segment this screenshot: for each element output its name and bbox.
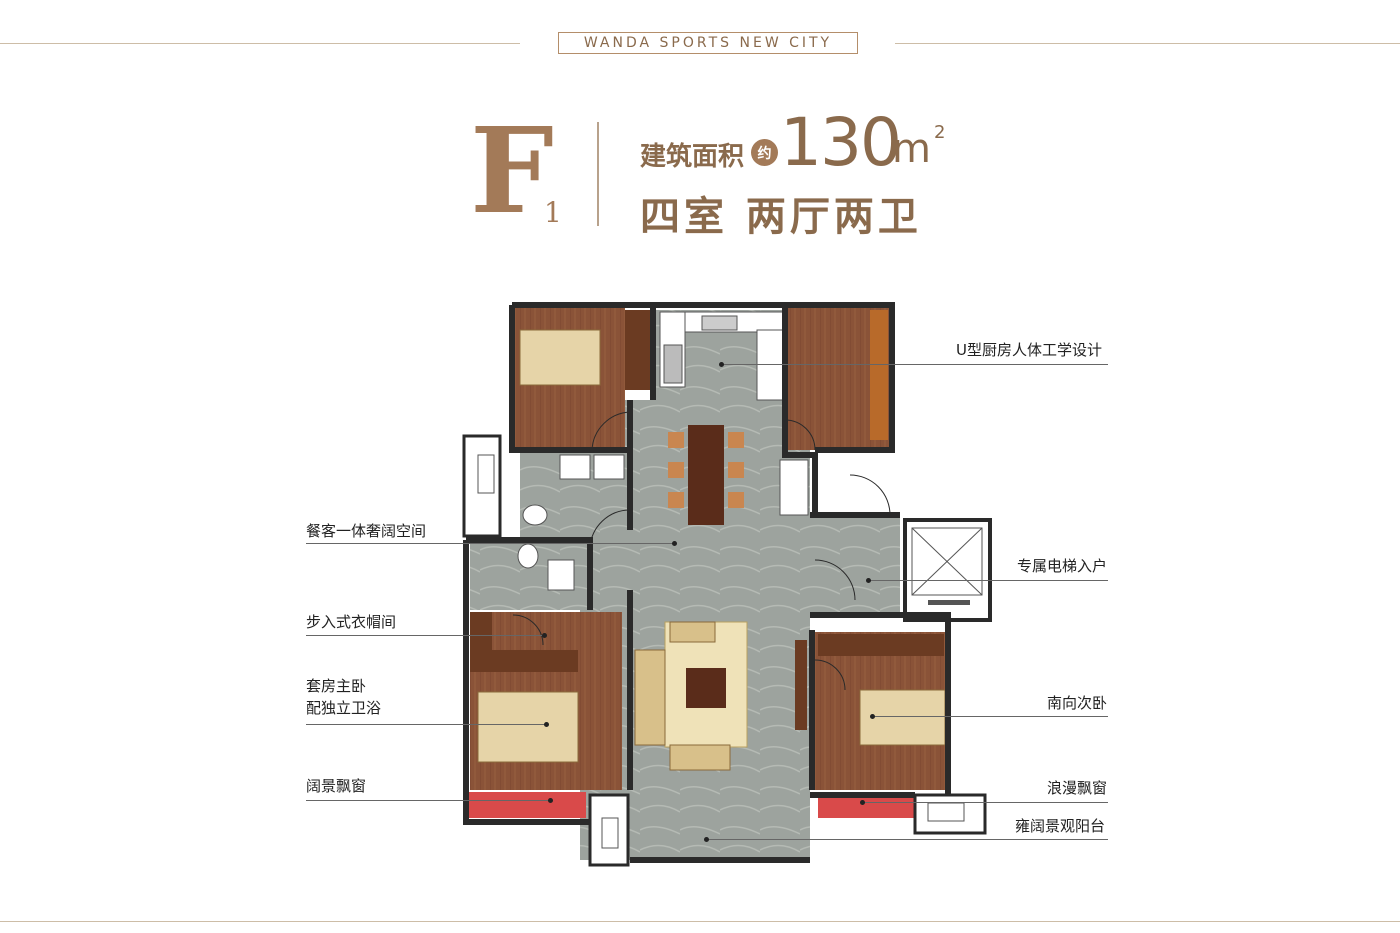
annotation-u-kitchen: U型厨房人体工学设计 xyxy=(956,341,1102,359)
brand-title: WANDA SPORTS NEW CITY xyxy=(558,32,858,54)
annotation-dot xyxy=(672,541,677,546)
annotation-master-suite: 套房主卧 xyxy=(306,677,367,695)
unit-type-letter: F xyxy=(470,101,554,240)
area-superscript: 2 xyxy=(934,122,946,143)
annotation-master-bath: 配独立卫浴 xyxy=(306,699,382,717)
annotation-bay-window-right: 浪漫飘窗 xyxy=(1047,779,1108,797)
annotation-dot xyxy=(870,714,875,719)
annotation-dot xyxy=(544,722,549,727)
annotation-bay-window-left: 阔景飘窗 xyxy=(306,777,367,795)
annotation-line xyxy=(868,580,1108,581)
annotation-line xyxy=(862,802,1108,803)
annotation-walk-in-closet: 步入式衣帽间 xyxy=(306,613,397,631)
annotation-dot xyxy=(542,633,547,638)
annotation-line xyxy=(306,543,676,544)
annotation-dot xyxy=(866,578,871,583)
annotation-dot xyxy=(704,837,709,842)
annotation-line xyxy=(306,800,552,801)
approx-badge: 约 xyxy=(751,139,778,166)
header-rule-left xyxy=(0,43,520,44)
annotation-dot xyxy=(548,798,553,803)
title-divider xyxy=(597,122,599,226)
annotation-balcony: 雍阔景观阳台 xyxy=(1015,817,1106,835)
annotation-dining-living: 餐客一体奢阔空间 xyxy=(306,522,427,540)
annotation-line xyxy=(706,839,1108,840)
area-label: 建筑面积 xyxy=(640,142,745,172)
annotation-south-bedroom: 南向次卧 xyxy=(1047,694,1108,712)
annotation-line xyxy=(720,364,1108,365)
footer-rule xyxy=(0,921,1400,922)
bay-window-left xyxy=(468,792,586,818)
annotation-dot xyxy=(860,800,865,805)
annotation-dot xyxy=(719,362,724,367)
dining-table xyxy=(688,425,724,525)
annotation-line xyxy=(872,716,1108,717)
unit-type-subscript: 1 xyxy=(544,196,562,229)
annotation-line xyxy=(306,635,546,636)
area-value: 130 xyxy=(780,104,902,181)
area-unit: m xyxy=(892,126,931,172)
annotation-line xyxy=(306,724,548,725)
header-rule-right xyxy=(895,43,1400,44)
layout-title: 四室 两厅两卫 xyxy=(640,194,922,240)
annotation-elevator-entry: 专属电梯入户 xyxy=(1017,557,1108,575)
